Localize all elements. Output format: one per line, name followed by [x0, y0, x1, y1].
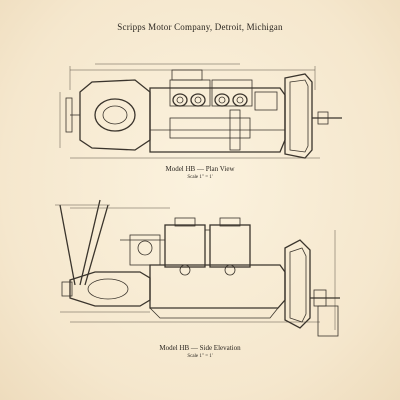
side-elevation-title: Model HB — Side Elevation — [159, 344, 241, 352]
side-elevation-caption: Model HB — Side Elevation Scale 1" = 1' — [0, 344, 400, 359]
plan-view-title: Model HB — Plan View — [165, 165, 235, 173]
plan-view-caption: Model HB — Plan View Scale 1" = 1' — [0, 165, 400, 180]
side-elevation-scale: Scale 1" = 1' — [187, 354, 213, 359]
cylinder-block — [169, 79, 278, 111]
cylinder-block-elevation — [164, 217, 251, 276]
plan-view-scale: Scale 1" = 1' — [187, 175, 213, 180]
document-header: Scripps Motor Company, Detroit, Michigan — [117, 22, 283, 32]
